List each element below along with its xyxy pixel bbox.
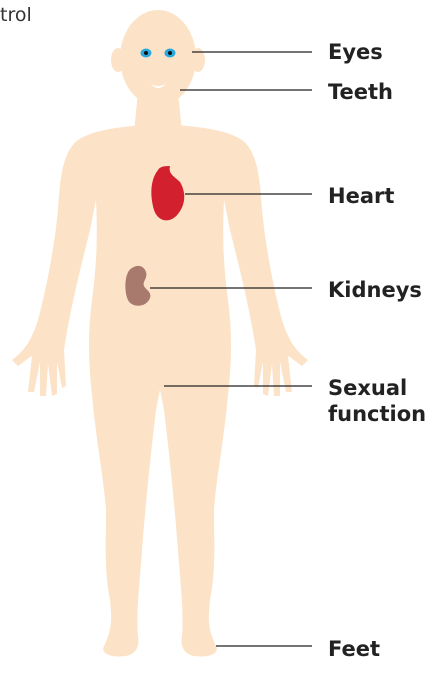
eyes-label: Eyes [328, 39, 383, 65]
sexual-function-label-line2: function [328, 401, 426, 427]
kidneys-label: Kidneys [328, 277, 422, 303]
teeth-label: Teeth [328, 79, 393, 105]
human-silhouette [12, 10, 308, 657]
sexual-function-label-line1: Sexual [328, 376, 407, 400]
sexual-function-label: Sexual function [328, 375, 426, 427]
heart-label: Heart [328, 183, 394, 209]
feet-label: Feet [328, 636, 380, 662]
